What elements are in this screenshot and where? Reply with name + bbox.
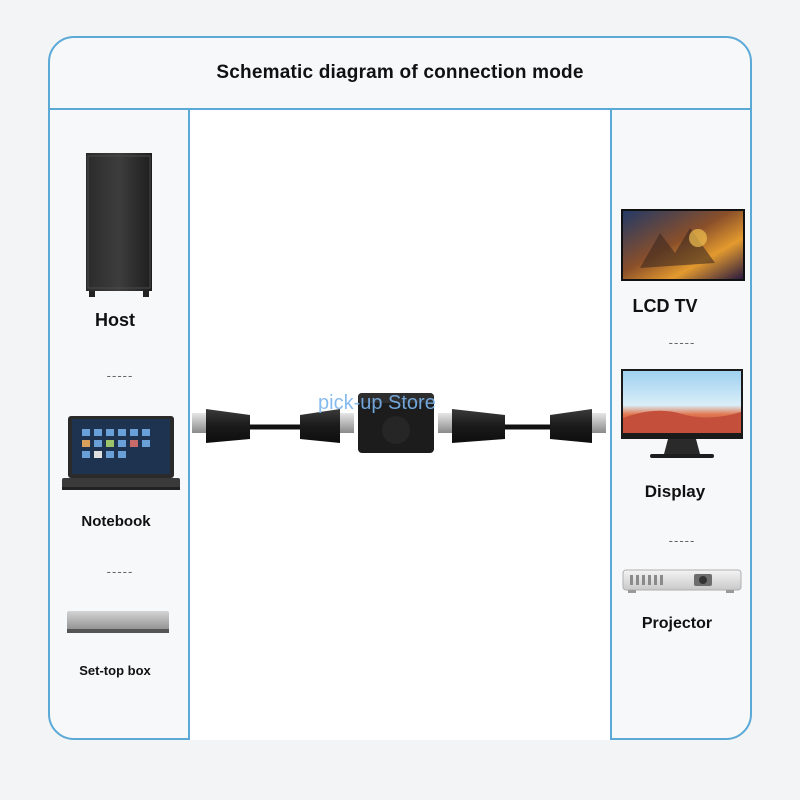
store-watermark: pick-up Store xyxy=(318,392,436,414)
display-label: Display xyxy=(644,482,706,501)
left-column-divider xyxy=(188,108,190,740)
projector-image xyxy=(622,569,742,593)
separator-dash: ----- xyxy=(668,335,696,350)
notebook-label: Notebook xyxy=(81,513,151,530)
lcd-tv-label: LCD TV xyxy=(632,296,698,316)
display-monitor-image xyxy=(621,369,743,458)
settop-box-image xyxy=(67,611,169,633)
notebook-image xyxy=(62,416,180,490)
projector-label: Projector xyxy=(641,615,713,632)
separator-dash: ----- xyxy=(668,533,696,548)
lcd-tv-image xyxy=(621,209,745,281)
separator-dash: ----- xyxy=(106,368,134,383)
title-divider xyxy=(48,108,752,110)
host-label: Host xyxy=(95,310,135,330)
diagram-title: Schematic diagram of connection mode xyxy=(216,62,584,83)
hdmi-connection-image xyxy=(192,393,606,453)
separator-dash: ----- xyxy=(106,564,134,579)
right-column-divider xyxy=(610,108,612,740)
settop-label: Set-top box xyxy=(79,663,151,678)
title-bar: Schematic diagram of connection mode xyxy=(48,36,752,110)
host-tower-image xyxy=(86,153,152,297)
